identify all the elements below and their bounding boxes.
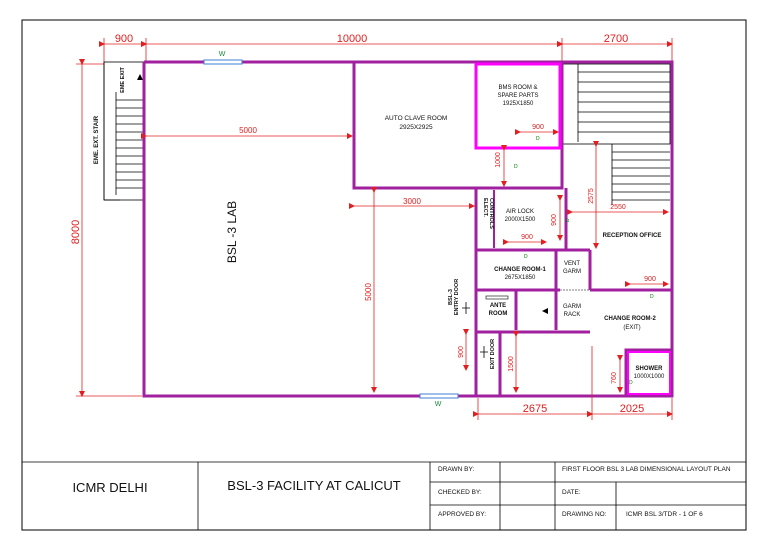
dim-bms-1000: 1000 [495, 152, 502, 168]
change-room-1-size: 2675X1850 [505, 275, 536, 281]
vent-garm-label-1: VENT [564, 261, 580, 267]
bottom-dimensions [473, 346, 673, 420]
sheet-title: FIRST FLOOR BSL 3 LAB DIMENSIONAL LAYOUT… [562, 466, 731, 473]
exit-arrow-icon [137, 74, 143, 80]
change-room-2-sub: (EXIT) [623, 325, 640, 331]
client-name: ICMR DELHI [72, 480, 148, 495]
bsl3-entry-label-2: ENTRY DOOR [454, 279, 460, 315]
door-mark-bms: D [514, 164, 518, 170]
bsl3-lab-label: BSL -3 LAB [225, 201, 239, 263]
garm-rack-label-2: RACK [564, 312, 581, 318]
dim-exit-1500: 1500 [508, 356, 515, 372]
bms-dimension-lines [501, 129, 559, 187]
door-mark-shower: D [629, 380, 633, 386]
bsl3-entry-label-1: BSL-3 [448, 289, 454, 305]
elect-label-1: ELECT. [482, 198, 488, 217]
bms-room-label: BMS ROOM & [498, 85, 537, 91]
door-mark-change2: D [650, 294, 654, 300]
dim-lab-5000-v: 5000 [364, 283, 373, 301]
right-stair [561, 63, 671, 205]
entry-door-icon [462, 302, 470, 314]
autoclave-room-size: 2925X2925 [399, 124, 433, 131]
door-mark-airlock: D [524, 254, 528, 260]
bms-room-label-2: SPARE PARTS [497, 93, 538, 99]
sheet-border [21, 19, 747, 531]
bms-room-size: 1925X1850 [503, 101, 534, 107]
elect-label-2: CONTROLS [488, 198, 494, 229]
dim-top-10000: 10000 [337, 33, 368, 45]
door-mark-reception: D [565, 218, 571, 222]
window-bottom [419, 393, 459, 399]
garm-arrow-icon [542, 308, 548, 314]
window-mark-top: W [219, 51, 226, 58]
change-room-2-label: CHANGE ROOM-2 [604, 316, 656, 322]
reception-office-label: RECEPTION OFFICE [603, 233, 662, 239]
dim-lab-3000: 3000 [403, 197, 421, 206]
shower-outline [627, 351, 671, 395]
ante-room-label-1: ANTE [490, 303, 506, 309]
garm-rack-label-1: GARM [563, 304, 581, 310]
ante-bench [485, 295, 509, 300]
bms-room-outline [474, 62, 562, 150]
dim-lab-5000-h: 5000 [239, 126, 257, 135]
outer-walls [142, 60, 674, 398]
em-exit-label: EME EXIT [120, 67, 126, 93]
dim-reception-2550: 2550 [610, 204, 626, 211]
dim-airlock-900: 900 [521, 234, 533, 241]
ante-room-label-2: ROOM [489, 311, 508, 317]
airlock-dimension-lines [503, 195, 563, 245]
dim-shower-760: 760 [611, 372, 618, 384]
shower-size: 1000X1000 [634, 374, 665, 380]
lab-dimension-lines [141, 133, 475, 393]
dim-top-900: 900 [115, 33, 133, 45]
dim-airlock-900-v: 900 [551, 214, 558, 226]
exit-door-label: EXIT DOOR [490, 339, 496, 369]
emergency-stair [103, 61, 145, 201]
date-label: DATE: [562, 489, 581, 496]
door-mark-bms-2: D [536, 136, 540, 142]
airlock-label: AIR LOCK [506, 209, 534, 215]
airlock-size: 2000X1500 [505, 217, 536, 223]
title-block-lines [22, 461, 746, 530]
window-mark-bottom: W [435, 401, 442, 408]
approved-by-label: APPROVED BY: [438, 511, 487, 518]
dim-bottom-2675: 2675 [523, 403, 547, 415]
top-dimensions [99, 38, 673, 62]
vent-garm-label-2: GARM [563, 269, 581, 275]
exit-door-icon [480, 346, 488, 358]
dim-top-2700: 2700 [604, 33, 628, 45]
dim-bottom-2025: 2025 [620, 403, 644, 415]
shower-label: SHOWER [636, 366, 664, 372]
dim-left-8000: 8000 [70, 220, 82, 244]
autoclave-room-label: AUTO CLAVE ROOM [385, 115, 448, 122]
window-top [203, 59, 243, 65]
drawing-no-label: DRAWING NO: [562, 511, 607, 518]
project-name: BSL-3 FACILITY AT CALICUT [227, 478, 401, 493]
dim-entry-900: 900 [458, 346, 465, 358]
em-stair-label: EME. EXT. STAIR [94, 115, 100, 164]
change-room-1-label: CHANGE ROOM-1 [494, 267, 546, 273]
reception-dimension-lines [567, 141, 669, 249]
exit-dimension-lines [463, 329, 519, 393]
left-dimension [76, 59, 142, 397]
dim-bms-900: 900 [532, 124, 544, 131]
dim-change2-900: 900 [644, 276, 656, 283]
drawn-by-label: DRAWN BY: [438, 466, 475, 473]
interior-walls [352, 62, 672, 396]
checked-by-label: CHECKED BY: [438, 489, 482, 496]
drawing-number: ICMR BSL 3/TDR - 1 OF 6 [626, 511, 703, 518]
dim-reception-2575: 2575 [588, 188, 595, 204]
